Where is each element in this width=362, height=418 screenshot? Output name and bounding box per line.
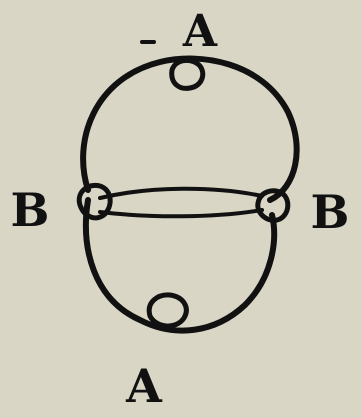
label-left-B: B xyxy=(11,183,50,237)
left-pore-B xyxy=(79,185,110,217)
top-pore-A xyxy=(172,60,203,88)
lower-lobe-outline xyxy=(86,200,274,331)
waist-upper-line xyxy=(100,189,262,198)
bottom-pore-A xyxy=(149,295,186,326)
waist-lower-line xyxy=(100,210,262,216)
label-right-B: B xyxy=(311,185,350,239)
label-top-A: A xyxy=(182,6,218,57)
upper-lobe-outline xyxy=(83,59,297,200)
label-bottom-A: A xyxy=(125,359,163,413)
